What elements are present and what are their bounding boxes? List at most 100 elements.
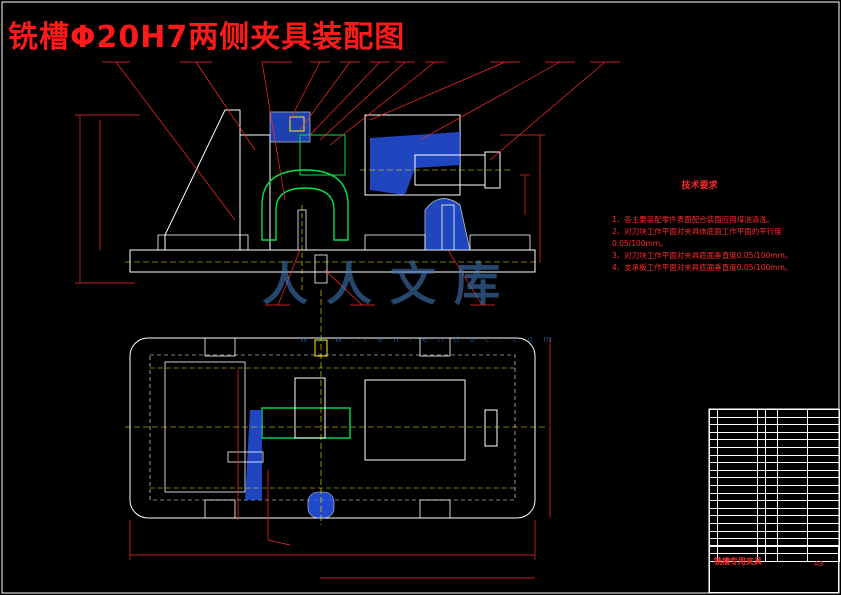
bom-cell bbox=[717, 484, 758, 494]
bom-cell bbox=[709, 416, 718, 426]
front-dimensions bbox=[75, 114, 545, 284]
bom-cell bbox=[777, 439, 808, 448]
top-jaw-block bbox=[364, 379, 466, 461]
bom-cell bbox=[765, 530, 778, 540]
top-tab-1 bbox=[204, 337, 236, 357]
bom-row bbox=[709, 507, 840, 517]
bom-cell bbox=[717, 416, 758, 426]
bom-cell bbox=[807, 507, 840, 517]
bom-row bbox=[709, 484, 840, 494]
top-hatch bbox=[245, 410, 262, 500]
bom-cell bbox=[717, 446, 758, 456]
bom-cell bbox=[807, 409, 840, 418]
right-step bbox=[469, 234, 531, 251]
bom-row bbox=[709, 431, 840, 441]
bom-cell bbox=[709, 500, 718, 509]
bom-cell bbox=[777, 454, 808, 464]
bom-cell bbox=[777, 477, 808, 486]
bom-row bbox=[709, 530, 840, 540]
front-view bbox=[125, 109, 540, 290]
bom-cell bbox=[717, 439, 758, 448]
bom-row bbox=[709, 522, 840, 532]
bom-row bbox=[709, 469, 840, 479]
bom-cell bbox=[709, 469, 718, 479]
bom-row bbox=[709, 462, 840, 471]
bom-cell bbox=[777, 484, 808, 494]
bom-cell bbox=[717, 522, 758, 532]
bom-cell bbox=[757, 507, 766, 517]
bom-cell bbox=[757, 492, 766, 502]
bom-cell bbox=[777, 522, 808, 532]
bom-cell bbox=[807, 477, 840, 486]
watermark: 人人文库 bbox=[262, 257, 518, 311]
bom-cell bbox=[757, 515, 766, 524]
tech-requirement-2: 2、对刀块工作平面对夹具体底面工作平面的平行度 bbox=[612, 227, 782, 236]
bom-cell bbox=[765, 446, 778, 456]
bom-row bbox=[709, 500, 840, 509]
top-clamp bbox=[294, 377, 326, 439]
bom-row bbox=[709, 424, 840, 433]
bom-cell bbox=[709, 522, 718, 532]
bom-cell bbox=[807, 446, 840, 456]
bom-cell bbox=[807, 530, 840, 540]
bom-cell bbox=[807, 484, 840, 494]
bom-cell bbox=[709, 424, 718, 433]
bom-cell bbox=[777, 530, 808, 540]
bom-cell bbox=[717, 530, 758, 540]
workpiece-fork bbox=[261, 169, 349, 241]
top-bottom-pin bbox=[307, 491, 335, 519]
tech-requirement-2b: 0.05/100mm。 bbox=[612, 239, 668, 248]
top-tab-2 bbox=[419, 337, 451, 357]
bom-cell bbox=[777, 469, 808, 479]
bom-cell bbox=[807, 431, 840, 441]
bom-table bbox=[709, 409, 840, 562]
bom-cell bbox=[807, 424, 840, 433]
top-workpiece bbox=[261, 407, 351, 439]
bom-row bbox=[709, 492, 840, 502]
bom-cell bbox=[777, 507, 808, 517]
bom-cell bbox=[765, 409, 778, 418]
bom-cell bbox=[757, 424, 766, 433]
bom-cell bbox=[709, 462, 718, 471]
bom-row bbox=[709, 446, 840, 456]
title-block-name: 铣槽专用夹具 bbox=[714, 557, 762, 566]
bom-cell bbox=[765, 500, 778, 509]
technical-requirements: 技术要求 1、各主要装配零件表面配合装面应用煤油清洗。 2、对刀块工作平面对夹具… bbox=[612, 180, 827, 274]
workpiece-body bbox=[299, 134, 346, 176]
top-base bbox=[129, 337, 536, 519]
bom-cell bbox=[765, 477, 778, 486]
column bbox=[239, 134, 271, 251]
bom-row bbox=[709, 409, 840, 418]
bom-cell bbox=[717, 424, 758, 433]
bottom-bolt bbox=[314, 254, 328, 284]
bom-cell bbox=[777, 409, 808, 418]
bom-cell bbox=[777, 462, 808, 471]
bom-cell bbox=[709, 446, 718, 456]
bom-cell bbox=[765, 484, 778, 494]
bom-cell bbox=[757, 484, 766, 494]
support-post bbox=[424, 198, 471, 251]
top-bolt bbox=[227, 451, 264, 463]
top-dimensions bbox=[129, 338, 551, 579]
watermark-url: www.renrendoc.com bbox=[300, 335, 562, 345]
bom-cell bbox=[765, 416, 778, 426]
bom-cell bbox=[717, 492, 758, 502]
bom-cell bbox=[757, 409, 766, 418]
bom-cell bbox=[709, 484, 718, 494]
bom-cell bbox=[777, 431, 808, 441]
bom-cell bbox=[709, 515, 718, 524]
drawing-title: 铣槽Φ20H7两侧夹具装配图 bbox=[8, 20, 406, 55]
bom-cell bbox=[777, 515, 808, 524]
bom-cell bbox=[807, 454, 840, 464]
angle-support bbox=[164, 109, 241, 251]
left-step bbox=[364, 234, 426, 251]
bom-cell bbox=[717, 515, 758, 524]
bom-cell bbox=[765, 424, 778, 433]
bom-cell bbox=[777, 500, 808, 509]
title-block-size: A3 bbox=[814, 560, 824, 568]
bom-cell bbox=[717, 469, 758, 479]
top-screw-head bbox=[484, 409, 498, 447]
bom-row bbox=[709, 477, 840, 486]
